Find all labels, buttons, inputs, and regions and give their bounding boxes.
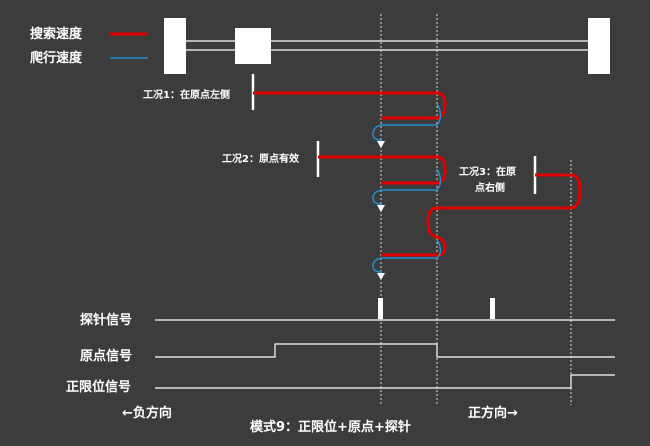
case1-trajectory: 工况1：在原点左侧 [143,74,447,148]
limit-waveform [155,374,615,389]
probe-signal-trace: 探针信号 [80,298,615,328]
probe-signal-label: 探针信号 [80,312,132,328]
limit-signal-label: 正限位信号 [66,379,131,395]
positive-direction-label: 正方向→ [468,405,518,421]
negative-end-stop [164,18,186,74]
case3-stop-arrow [377,273,385,280]
limit-signal-trace: 正限位信号 [66,374,615,395]
probe-pulse-2 [490,298,495,319]
case2-creep-path [372,168,442,210]
case1-stop-arrow [377,141,385,148]
case3-label-line2: 点右侧 [475,181,505,194]
case3-trajectory: 工况3：在原 点右侧 [372,156,582,280]
axis-carriage [235,28,271,64]
case1-search-path [253,91,447,120]
positive-end-stop [588,18,610,74]
case2-stop-arrow [377,205,385,212]
case3-search-path [381,173,582,257]
legend-creep-label: 爬行速度 [29,50,83,66]
case3-creep-path [372,239,442,278]
origin-waveform [155,343,615,358]
case1-creep-path [372,103,442,146]
case2-label: 工况2：原点有效 [222,152,300,165]
probe-pulse-1 [378,298,383,319]
legend-search-label: 搜索速度 [30,26,83,42]
mode-caption: 模式9：正限位+原点+探针 [250,419,411,435]
negative-direction-label: ←负方向 [122,405,172,421]
mechanical-axis [164,18,610,74]
case3-label-line1: 工况3：在原 [459,165,516,178]
origin-signal-trace: 原点信号 [80,343,615,364]
origin-signal-label: 原点信号 [80,348,132,364]
case1-label: 工况1：在原点左侧 [143,88,230,101]
position-guides [380,14,572,405]
case2-trajectory: 工况2：原点有效 [222,141,447,212]
